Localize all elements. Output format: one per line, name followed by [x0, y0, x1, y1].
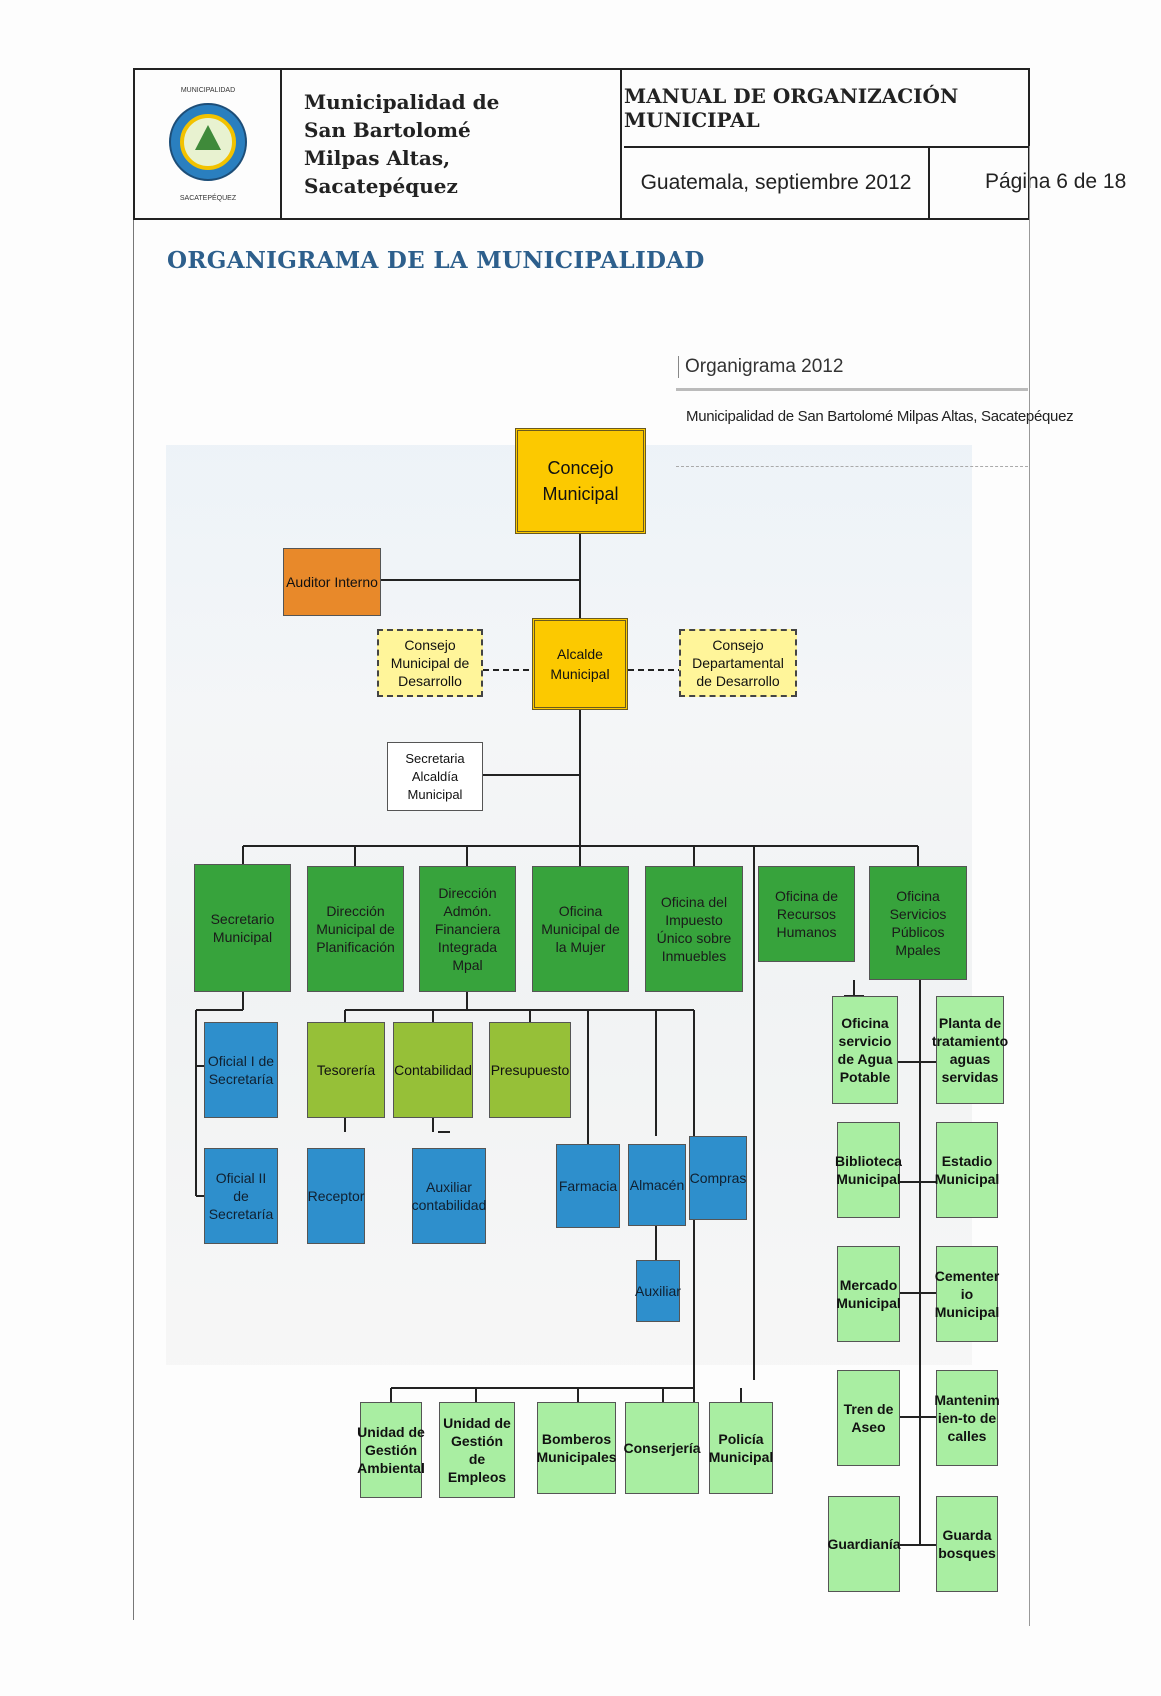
divider [676, 466, 1028, 467]
divider [676, 388, 1028, 391]
margin-line [133, 220, 134, 1620]
org-box-bomberos: Bomberos Municipales [536, 1402, 617, 1494]
page-number-cell: Página 6 de 18 [930, 148, 1126, 218]
org-box-receptor: Receptor [307, 1148, 365, 1244]
org-box-auxiliar: Auxiliar [635, 1260, 681, 1322]
header-table: MUNICIPALIDAD SACATEPÉQUEZ Municipalidad… [133, 68, 1126, 220]
org-box-recursos-humanos: Oficina de Recursos Humanos [758, 866, 855, 962]
org-box-estadio: Estadio Municipal [935, 1122, 999, 1218]
municipality-line: Municipalidad de [304, 90, 500, 114]
org-box-compras: Compras [689, 1136, 747, 1220]
org-box-secretario-municipal: Secretario Municipal [194, 864, 291, 992]
org-box-presupuesto: Presupuesto [489, 1022, 571, 1118]
org-box-mercado: Mercado Municipal [836, 1246, 901, 1342]
section-title: ORGANIGRAMA DE LA MUNICIPALIDAD [167, 247, 705, 274]
logo-top-text: MUNICIPALIDAD [181, 87, 235, 94]
org-box-oficial-2: Oficial II de Secretaría [204, 1148, 278, 1244]
manual-title: MANUAL DE ORGANIZACIÓN MUNICIPAL [624, 70, 1028, 148]
municipality-name: Municipalidad de San Bartolomé Milpas Al… [282, 70, 622, 218]
org-box-planta-tratamiento: Planta de tratamiento aguas servidas [932, 996, 1008, 1104]
org-box-contabilidad: Contabilidad [393, 1022, 473, 1118]
chart-municipality-label: Municipalidad de San Bartolomé Milpas Al… [686, 408, 1074, 425]
municipality-line: Milpas Altas, [304, 146, 451, 170]
org-box-cementerio: Cementer io Municipal [935, 1246, 999, 1342]
org-box-biblioteca: Biblioteca Municipal [835, 1122, 902, 1218]
org-box-servicios-publicos: Oficina Servicios Públicos Mpales [869, 866, 967, 980]
header-date: Guatemala, septiembre 2012 [624, 148, 930, 218]
org-box-auditor-interno: Auditor Interno [283, 548, 381, 616]
margin-line [1029, 146, 1030, 1626]
org-box-agua-potable: Oficina servicio de Agua Potable [832, 996, 898, 1104]
org-box-oficina-mujer: Oficina Municipal de la Mujer [532, 866, 629, 992]
org-box-oficial-1: Oficial I de Secretaría [204, 1022, 278, 1118]
org-box-gestion-ambiental: Unidad de Gestión Ambiental [357, 1402, 425, 1498]
logo-bottom-text: SACATEPÉQUEZ [180, 193, 237, 202]
org-box-direccion-financiera: Dirección Admón. Financiera Integrada Mp… [419, 866, 516, 992]
logo-cell: MUNICIPALIDAD SACATEPÉQUEZ [135, 70, 282, 218]
org-box-oficina-impuesto: Oficina del Impuesto Único sobre Inmuebl… [645, 866, 743, 992]
page-number: Página 6 de 18 [985, 170, 1127, 193]
municipality-line: Sacatepéquez [304, 174, 458, 198]
municipality-line: San Bartolomé [304, 118, 471, 142]
org-box-direccion-planificacion: Dirección Municipal de Planificación [307, 866, 404, 992]
org-box-guarda-bosques: Guarda bosques [936, 1496, 998, 1592]
org-box-mantenimiento-calles: Mantenim ien-to de calles [934, 1370, 1000, 1466]
org-box-guardiania: Guardianía [827, 1496, 901, 1592]
org-box-farmacia: Farmacia [556, 1144, 620, 1228]
org-box-consejo-departamental-desarrollo: Consejo Departamental de Desarrollo [679, 629, 797, 697]
chart-year-label: Organigrama 2012 [678, 356, 843, 378]
org-box-concejo-municipal: Concejo Municipal [515, 428, 646, 534]
org-box-conserjeria: Conserjería [623, 1402, 701, 1494]
org-box-auxiliar-contabilidad: Auxiliar contabilidad [412, 1148, 486, 1244]
org-box-consejo-municipal-desarrollo: Consejo Municipal de Desarrollo [377, 629, 483, 697]
org-box-secretaria-alcaldia: Secretaria Alcaldía Municipal [387, 742, 483, 811]
org-box-almacen: Almacén [628, 1144, 686, 1226]
org-box-alcalde-municipal: Alcalde Municipal [532, 618, 628, 710]
org-box-gestion-empleos: Unidad de Gestión de Empleos [439, 1402, 515, 1498]
org-box-tren-aseo: Tren de Aseo [837, 1370, 900, 1466]
municipal-seal-icon: MUNICIPALIDAD SACATEPÉQUEZ [169, 87, 247, 202]
org-box-tesoreria: Tesorería [307, 1022, 385, 1118]
org-box-policia: Policía Municipal [709, 1402, 773, 1494]
